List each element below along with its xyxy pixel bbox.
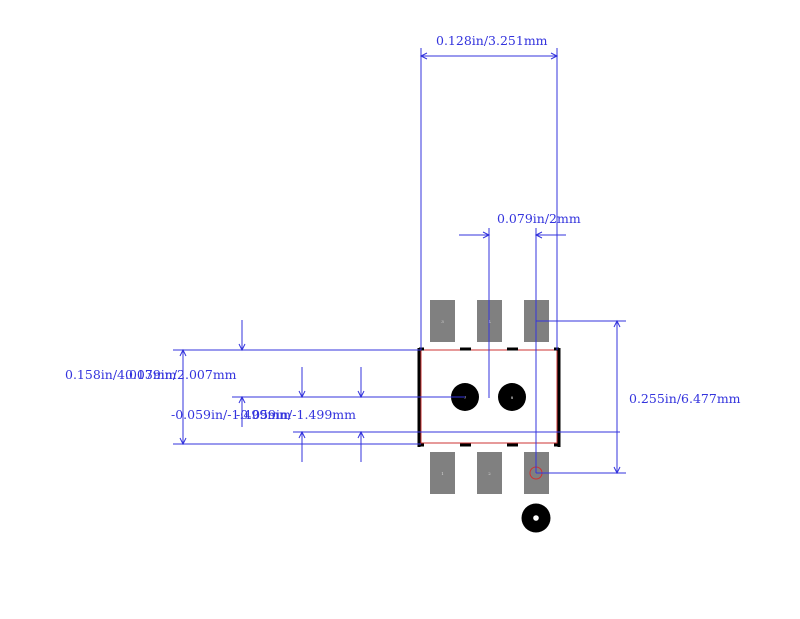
pad-numbers: 3 4 1 2	[441, 319, 491, 476]
dim-label-left-hole-b: -0.059in/-1.499mm	[236, 407, 356, 422]
pad-top-left	[430, 300, 455, 342]
dim-label-left-pads: 0.079in/2.007mm	[125, 367, 237, 382]
pad-bottom-middle	[477, 452, 502, 494]
hole-number-right: 8	[511, 395, 514, 400]
dim-label-left-body: 0.158in/4.013mm	[65, 367, 177, 382]
hole-number-left: 7	[464, 395, 467, 400]
dimension-labels: 0.128in/3.251mm 0.079in/2mm 0.255in/6.47…	[65, 33, 741, 422]
pad-number-top-middle: 4	[488, 319, 491, 324]
dim-label-total-height: 0.255in/6.477mm	[629, 391, 741, 406]
pad-number-top-left: 3	[441, 319, 444, 324]
dimension-lines	[173, 48, 626, 475]
pin1-marker-center	[533, 515, 539, 521]
pad-number-bottom-left: 1	[441, 471, 444, 476]
dim-label-left-hole-a: -0.059in/-1.499mm	[171, 407, 291, 422]
dim-label-total-width: 0.128in/3.251mm	[436, 33, 548, 48]
hole-right	[498, 383, 526, 411]
dim-label-pitch: 0.079in/2mm	[497, 211, 581, 226]
pad-bottom-left	[430, 452, 455, 494]
pad-number-bottom-middle: 2	[488, 471, 491, 476]
